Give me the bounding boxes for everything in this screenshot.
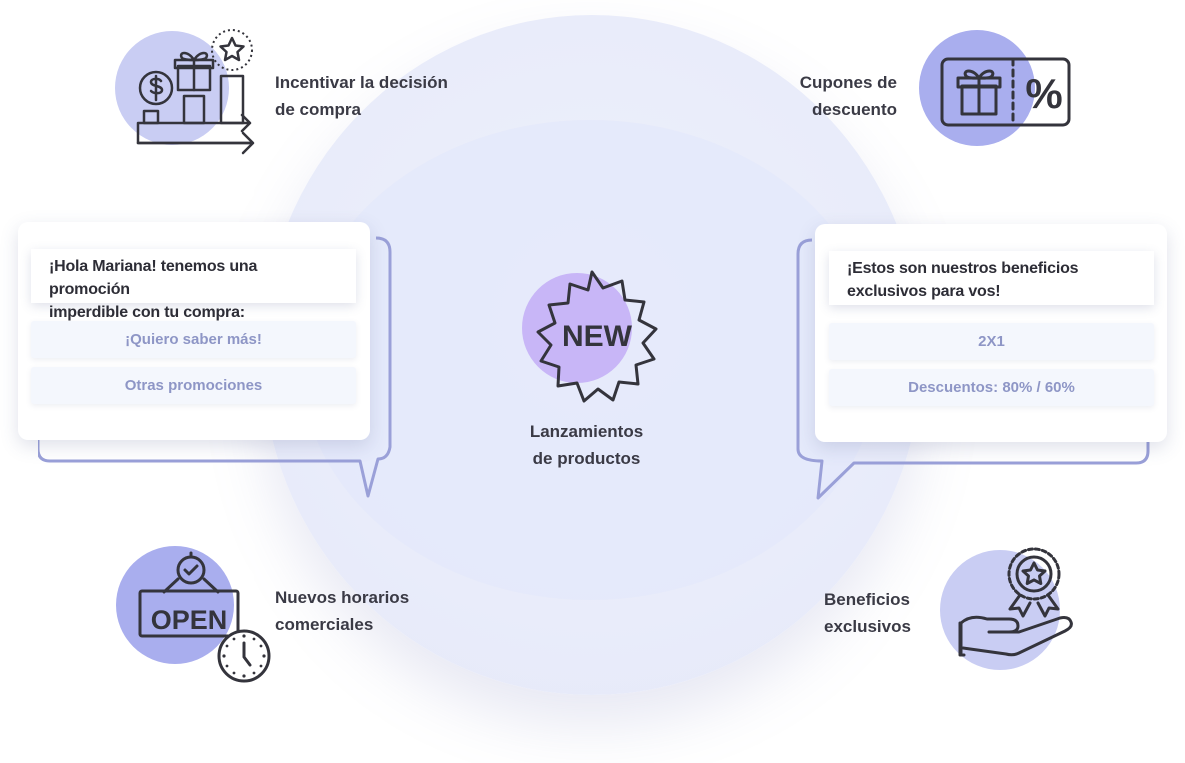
- option-otras-promociones[interactable]: Otras promociones: [31, 367, 356, 404]
- award-hand-icon: [940, 545, 1080, 670]
- option-quiero-saber-mas[interactable]: ¡Quiero saber más!: [31, 321, 356, 358]
- open-text: OPEN: [151, 605, 228, 635]
- gift-growth-icon: [115, 28, 261, 155]
- label-incentivar: Incentivar la decisión de compra: [275, 73, 448, 119]
- label-lanzamientos: Lanzamientos de productos: [529, 422, 644, 468]
- right-bubble-outline: [796, 236, 1152, 507]
- label-nuevos-horarios: Nuevos horarios comerciales: [275, 588, 410, 634]
- coupon-icon: %: [919, 28, 1075, 148]
- left-chat-message: ¡Hola Mariana! tenemos una promoción imp…: [31, 249, 356, 321]
- label-cupones: Cupones de descuento: [799, 73, 897, 119]
- left-bubble-outline: [36, 234, 394, 505]
- right-chat-message: ¡Estos son nuestros beneficios exclusivo…: [829, 251, 1154, 305]
- open-sign-icon: OPEN: [116, 545, 276, 685]
- clock-icon: [217, 629, 271, 683]
- new-badge-icon: NEW: [522, 268, 667, 403]
- option-2x1[interactable]: 2X1: [829, 323, 1154, 360]
- label-beneficios: Beneficios exclusivos: [824, 590, 911, 636]
- option-descuentos[interactable]: Descuentos: 80% / 60%: [829, 369, 1154, 406]
- percent-symbol: %: [1025, 70, 1062, 117]
- new-text: NEW: [562, 320, 633, 353]
